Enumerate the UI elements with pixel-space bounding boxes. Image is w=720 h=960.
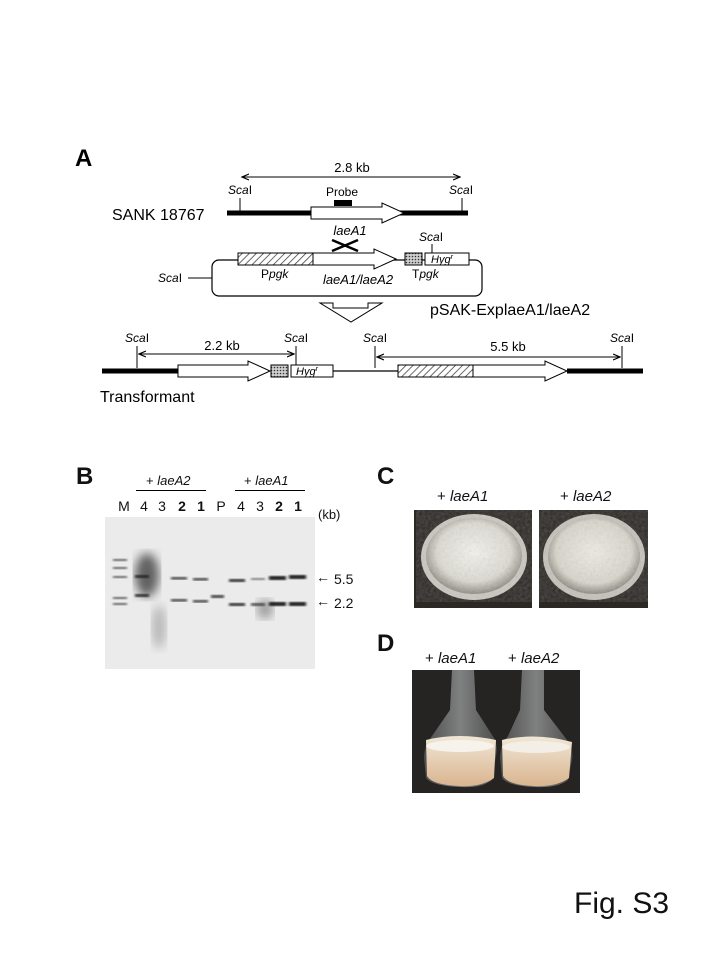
figure-label: Fig. S3 [574,887,670,920]
scai-label: ScaI [284,331,308,345]
kb-unit-label: (kb) [318,507,341,522]
gene-label: laeA1 [333,223,366,238]
lane-label: 3 [256,498,264,514]
crossover-mark [331,238,359,253]
scai-label: ScaI [449,183,473,197]
plate-photo-laea1 [414,510,532,608]
transformant-gene-arrow-right [472,360,569,382]
southern-blot-image [105,517,315,669]
band-arrow-2-2: ← [316,593,330,609]
flask-label-laea1: + laeA1 [425,650,477,667]
strain-label: SANK 18767 [112,207,205,224]
span-2-8kb-label: 2.8 kb [334,160,369,175]
ppgk-label: Ppgk [261,267,289,281]
group-label-laea1: + laeA1 [244,473,289,488]
plasmid-label: pSAK-ExplaeA1/laeA2 [430,302,590,319]
integration-arrow [318,302,384,323]
lane-label: M [118,498,130,514]
lane-label: 1 [197,498,205,514]
tpgk-terminator [270,364,289,378]
scai-label: ScaI [363,331,387,345]
panel-c-letter: C [377,463,395,490]
band-size-5-5: 5.5 [334,571,354,587]
flask-photo [412,670,580,793]
scai-label: ScaI [228,183,252,197]
ppgk-promoter [237,252,314,266]
plate-label-laea1: + laeA1 [437,488,489,505]
scai-label: ScaI [419,230,443,244]
lane-label: 1 [294,498,302,514]
flask-label-laea2: + laeA2 [508,650,560,667]
group-underline [136,490,206,491]
probe-label: Probe [326,185,358,199]
span-5-5kb-label: 5.5 kb [490,339,525,354]
scai-label: ScaI [125,331,149,345]
span-2-2kb-label: 2.2 kb [204,338,239,353]
plate-label-laea2: + laeA2 [560,488,612,505]
panel-d-letter: D [377,630,395,657]
panel-a-diagram: A 2.8 kb ScaI ScaI Probe SANK 18767 laeA… [75,145,643,406]
insert-gene-arrow [312,248,398,270]
lane-label: 2 [178,498,186,514]
insert-label: laeA1/laeA2 [323,272,394,287]
probe-bar [334,200,352,206]
tpgk-terminator [404,252,423,266]
band-arrow-5-5: ← [316,569,330,585]
lane-label: 4 [237,498,245,514]
group-underline [235,490,305,491]
laea1-gene-arrow [310,202,406,224]
lane-label: P [216,498,226,514]
ppgk-promoter [397,364,474,378]
plate-photo-laea2 [539,510,648,608]
band-size-2-2: 2.2 [334,595,354,611]
scai-label: ScaI [610,331,634,345]
scai-label: ScaI [158,271,182,285]
lane-label: 2 [275,498,283,514]
group-label-laea2: + laeA2 [146,473,191,488]
hyg-marker [424,252,470,266]
panel-a-letter: A [75,145,92,172]
tpgk-label: Tpgk [412,267,440,281]
lane-label: 4 [140,498,148,514]
panel-b-letter: B [76,463,94,490]
hyg-label: Hygr [431,254,454,266]
transformant-label: Transformant [100,389,195,406]
hyg-label: Hygr [296,366,319,378]
lane-label: 3 [158,498,166,514]
transformant-gene-arrow-left [177,360,272,382]
